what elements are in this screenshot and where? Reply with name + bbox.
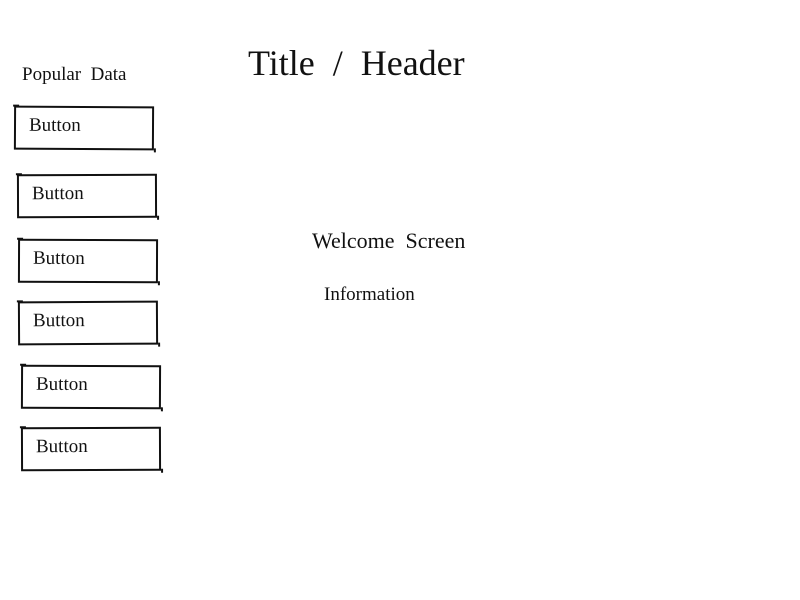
sidebar-button-2[interactable]: Button <box>16 173 158 219</box>
sidebar-button-6[interactable]: Button <box>20 426 162 472</box>
sidebar-button-label: Button <box>32 247 85 269</box>
sidebar-button-label: Button <box>35 373 88 395</box>
sidebar-button-label: Button <box>32 310 85 332</box>
sidebar-button-label: Button <box>28 114 81 136</box>
page-title: Title / Header <box>248 43 465 83</box>
information-text: Information <box>324 284 415 305</box>
sidebar-button-4[interactable]: Button <box>17 300 159 346</box>
sidebar-button-label: Button <box>35 436 88 458</box>
welcome-screen-text: Welcome Screen <box>312 228 466 253</box>
sidebar-button-1[interactable]: Button <box>13 105 155 151</box>
sidebar-button-3[interactable]: Button <box>17 238 159 284</box>
sidebar-button-5[interactable]: Button <box>20 364 162 410</box>
sidebar-heading: Popular Data <box>22 64 127 85</box>
sidebar-button-label: Button <box>31 183 84 205</box>
